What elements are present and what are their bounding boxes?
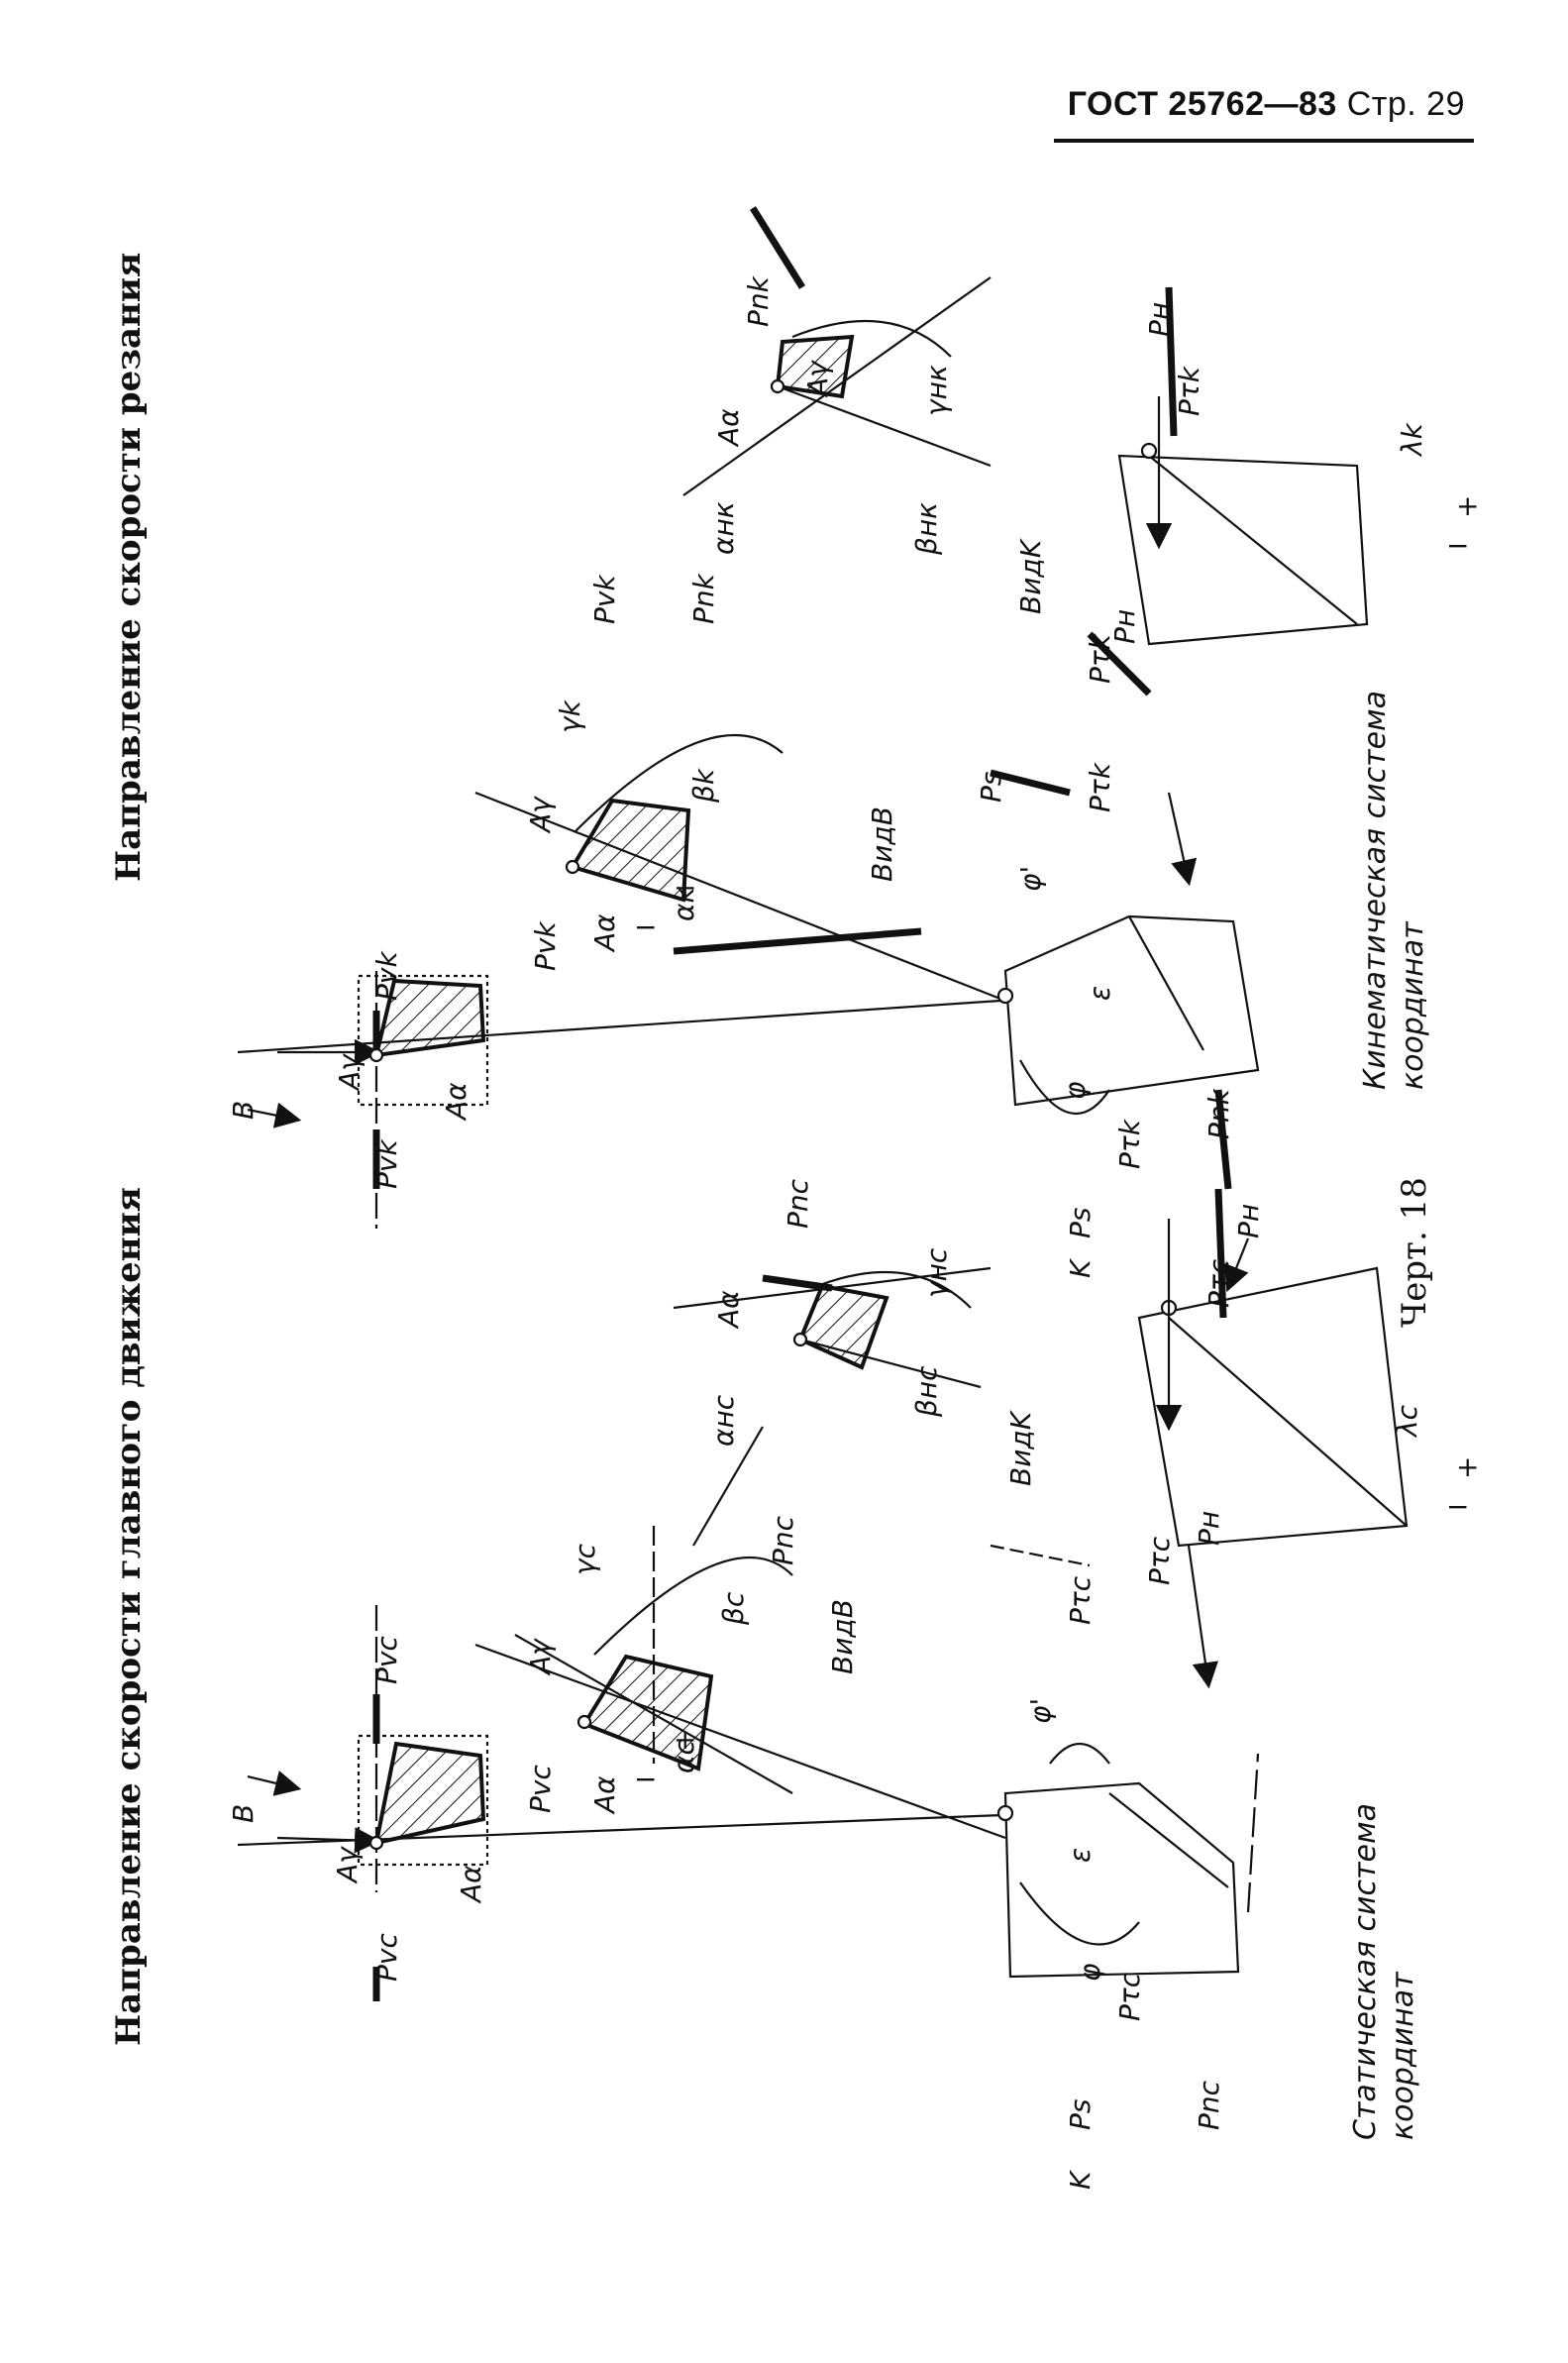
label-Prc-3: Pτc <box>1202 1258 1235 1308</box>
label-Pn-2: Pн <box>1193 1511 1225 1546</box>
label-bnk: βнк <box>910 502 943 556</box>
label-K-right: K <box>1064 1257 1097 1278</box>
label-Aa-right: Aα <box>440 1082 472 1122</box>
label-Prk-3: Pτk <box>1173 365 1205 416</box>
sign-plus-4: + <box>674 871 696 904</box>
label-Pnk-1: Pnk <box>687 572 720 624</box>
label-B-left: B <box>227 1804 260 1823</box>
label-Ay-4: Aγ <box>524 796 557 834</box>
label-Pnc-3: Pnc <box>1193 2080 1225 2130</box>
label-Pn-3: Pн <box>1143 302 1176 337</box>
label-Prc-1: Pτc <box>1064 1575 1097 1625</box>
label-ank: αнк <box>707 501 740 555</box>
label-vidB-left: ВидB <box>826 1599 859 1674</box>
sign-plus-3: + <box>674 1723 696 1756</box>
label-Ay-2: Aγ <box>524 1638 557 1676</box>
label-eps-left: ε <box>1064 1848 1097 1863</box>
sign-plus-2: + <box>1456 489 1479 522</box>
label-Pvc-3: Pvc <box>524 1765 557 1813</box>
label-Pvk-3: Pvk <box>529 920 562 971</box>
page-number: Стр. 29 <box>1346 85 1465 123</box>
label-Aa-5: Aα <box>712 408 745 448</box>
label-Pnk-2: Pnk <box>742 274 775 327</box>
label-Pvk-1: Pvk <box>370 1138 403 1189</box>
sign-minus-3: − <box>634 1763 657 1795</box>
label-phi1-left: φ' <box>1024 1698 1057 1724</box>
label-Prc-2: Pτc <box>1113 1972 1146 2021</box>
standard-number: ГОСТ 25762—83 <box>1067 85 1337 123</box>
label-Ps-right-2: Ps <box>975 772 1007 803</box>
label-bnc: βнс <box>910 1365 943 1418</box>
label-Aa-4: Aα <box>588 913 621 953</box>
label-bk: βk <box>687 767 720 804</box>
label-phi-right: φ <box>1059 1081 1092 1100</box>
sign-minus-1: − <box>1446 1490 1469 1523</box>
header-rule <box>1054 139 1474 143</box>
label-vidK-left: ВидK <box>1004 1409 1037 1486</box>
label-Pn-1: Pн <box>1232 1204 1265 1238</box>
label-Prk-4: Pτk <box>1084 632 1116 684</box>
label-Pnk-3: Pnk <box>1202 1087 1235 1139</box>
label-Pvc-2: Pvc <box>370 1636 403 1684</box>
label-ync: γнс <box>920 1247 953 1298</box>
label-K-left: K <box>1064 2169 1097 2190</box>
label-Pvk-4: Pvk <box>588 574 621 624</box>
label-eps-right: ε <box>1084 986 1116 1001</box>
label-Ps-left: Ps <box>1064 2099 1097 2130</box>
sign-plus-1: + <box>1456 1450 1479 1483</box>
label-phi1-right: φ' <box>1014 866 1047 892</box>
label-vidK-right: ВидK <box>1014 537 1047 614</box>
label-Pn-4: Pн <box>1108 609 1141 644</box>
label-Prk-1: Pτk <box>1084 761 1116 812</box>
label-ak: αk <box>668 886 700 921</box>
static-system-drawing <box>237 1188 1409 2001</box>
label-Prk-2: Pτk <box>1113 1118 1146 1169</box>
page-header: ГОСТ 25762—83 Стр. 29 <box>1068 85 1465 124</box>
drawing-labels: B Pvc Pvc Aγ Aα Pvc Aα Aγ βc αc γc Pnc α… <box>227 274 1479 2190</box>
kinematic-system-drawing <box>237 206 1369 1229</box>
label-Ay-5: Aγ <box>801 360 834 398</box>
label-ynk: γнк <box>920 365 953 416</box>
label-Pnc-1: Pnc <box>767 1515 799 1565</box>
label-Pnc-2: Pnc <box>782 1178 814 1229</box>
label-yc: γc <box>569 1543 601 1575</box>
label-Aa-left: Aα <box>455 1865 487 1904</box>
label-vidB-right: ВидB <box>866 806 898 882</box>
label-Ay-right: Aγ <box>333 1053 366 1092</box>
label-bc: βc <box>717 1591 750 1626</box>
sign-minus-2: − <box>1446 529 1469 562</box>
label-Aa-3: Aα <box>712 1290 745 1330</box>
label-Pvc-1: Pvc <box>370 1933 403 1982</box>
label-ac: αc <box>668 1740 700 1773</box>
sign-minus-4: − <box>634 911 657 943</box>
label-phi-left: φ <box>1074 1963 1106 1982</box>
label-Ps-right: Ps <box>1064 1208 1097 1238</box>
label-anc: αнс <box>707 1394 740 1447</box>
label-yk: γk <box>554 698 586 733</box>
label-lk: λk <box>1396 421 1428 458</box>
label-lc: λc <box>1391 1404 1423 1439</box>
label-Ay-left: Aγ <box>331 1846 364 1884</box>
label-B-right: B <box>227 1101 260 1120</box>
label-Aa-2: Aα <box>588 1775 621 1815</box>
label-Pvk-2: Pvk <box>370 950 403 1001</box>
label-Prc-4: Pτc <box>1143 1536 1176 1585</box>
